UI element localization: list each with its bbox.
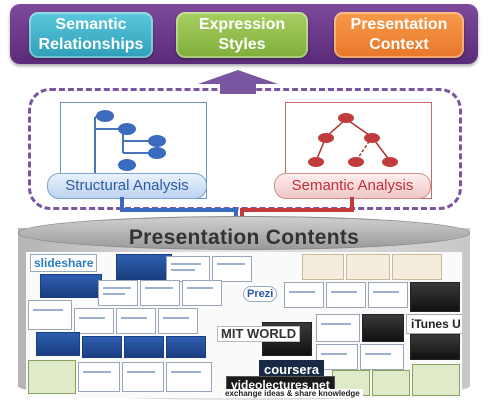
prezi-logo: Prezi xyxy=(243,286,278,302)
slide-collage: slideshare Prezi MIT WORLD iTunes U cour… xyxy=(26,252,462,398)
slideshare-logo: slideshare xyxy=(30,254,98,272)
slide-thumbnail xyxy=(372,370,410,396)
semantic-relationships-line1: Semantic xyxy=(55,16,127,33)
arrow-up-icon xyxy=(198,70,278,94)
slide-thumbnail xyxy=(116,308,156,334)
videolectures-tagline: exchange ideas & share knowledge xyxy=(222,389,363,398)
slide-thumbnail xyxy=(36,332,80,356)
slide-thumbnail xyxy=(28,300,72,330)
slide-thumbnail xyxy=(284,282,324,308)
slide-thumbnail xyxy=(28,360,76,394)
slide-thumbnail xyxy=(326,282,366,308)
itunes-u-logo: iTunes U xyxy=(406,314,462,334)
coursera-logo: coursera xyxy=(259,360,324,379)
slide-thumbnail xyxy=(124,336,164,358)
database-cylinder-top xyxy=(18,216,470,250)
slide-thumbnail xyxy=(212,256,252,282)
semantic-analysis-label: Semantic Analysis xyxy=(274,173,431,199)
expression-styles-box: Expression Styles xyxy=(176,12,308,58)
tree-structure-icon xyxy=(94,110,166,176)
output-banner: Semantic Relationships Expression Styles… xyxy=(10,4,478,64)
slide-thumbnail xyxy=(316,314,360,342)
slide-thumbnail xyxy=(158,308,198,334)
slide-thumbnail xyxy=(362,314,404,342)
slide-thumbnail xyxy=(360,344,404,370)
slide-thumbnail xyxy=(412,364,460,396)
expression-styles-line1: Expression xyxy=(198,16,286,33)
slide-thumbnail xyxy=(82,336,122,358)
semantic-relationships-line2: Relationships xyxy=(38,36,144,53)
slide-thumbnail xyxy=(166,256,210,282)
slide-thumbnail xyxy=(98,280,138,306)
presentation-contents-title: Presentation Contents xyxy=(128,226,360,249)
presentation-context-line2: Context xyxy=(369,36,429,53)
slide-thumbnail xyxy=(140,280,180,306)
slide-thumbnail xyxy=(166,362,212,392)
slide-thumbnail xyxy=(78,362,120,392)
slide-thumbnail xyxy=(346,254,390,280)
slide-thumbnail xyxy=(116,254,172,280)
slide-thumbnail xyxy=(74,308,114,334)
slide-thumbnail xyxy=(302,254,344,280)
slide-thumbnail xyxy=(122,362,164,392)
presentation-context-box: Presentation Context xyxy=(334,12,464,58)
mit-world-logo: MIT WORLD xyxy=(217,326,301,342)
expression-styles-line2: Styles xyxy=(218,36,266,53)
structural-analysis-label: Structural Analysis xyxy=(47,173,207,199)
semantic-graph-icon xyxy=(308,113,398,167)
slide-thumbnail xyxy=(368,282,408,308)
slide-thumbnail xyxy=(410,282,460,312)
slide-thumbnail xyxy=(166,336,206,358)
presentation-context-line1: Presentation xyxy=(350,16,448,33)
semantic-relationships-box: Semantic Relationships xyxy=(29,12,153,58)
slide-thumbnail xyxy=(410,334,460,360)
slide-thumbnail xyxy=(40,274,102,298)
slide-thumbnail xyxy=(182,280,222,306)
slide-thumbnail xyxy=(392,254,442,280)
